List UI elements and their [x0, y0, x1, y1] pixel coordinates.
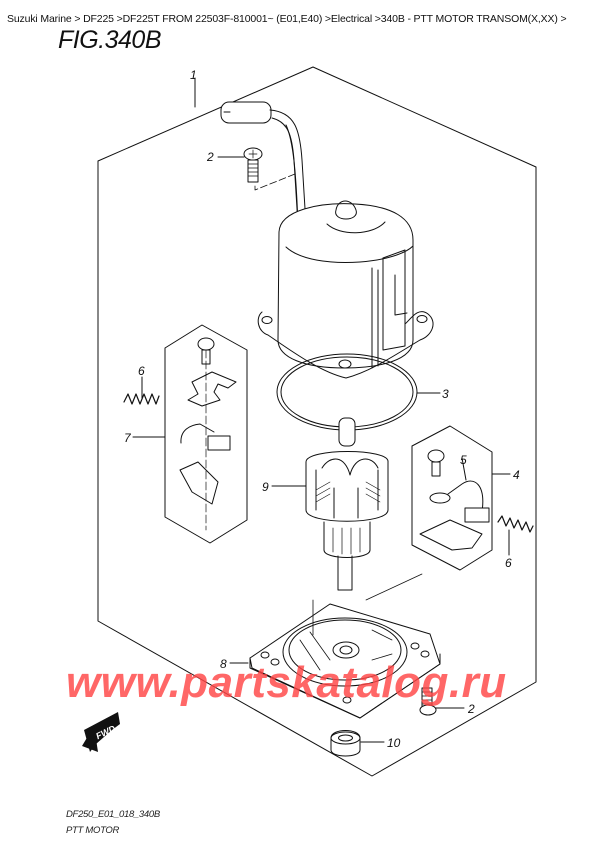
- brush-holder-group-right: [411, 425, 493, 571]
- cushion: [330, 730, 361, 757]
- spring-right: [497, 515, 534, 533]
- brush-holder-left: [179, 337, 237, 531]
- brush-holder-group-left: [164, 324, 248, 544]
- figure-title: FIG.340B: [58, 26, 162, 54]
- callout-1[interactable]: 1: [190, 68, 197, 82]
- callout-labels: 1 2 3 4 5 6 6 7 8 9 2 10: [124, 68, 520, 750]
- callout-2-lower[interactable]: 2: [467, 702, 475, 716]
- brush-holder-right: [419, 449, 490, 551]
- breadcrumb[interactable]: Suzuki Marine > DF225 >DF225T FROM 22503…: [7, 13, 567, 25]
- fwd-arrow-icon: FWD: [82, 712, 120, 752]
- armature: [305, 417, 389, 591]
- callout-8[interactable]: 8: [220, 657, 227, 671]
- assembly-outline: [97, 66, 537, 777]
- callout-4[interactable]: 4: [513, 468, 520, 482]
- spring-left: [123, 393, 160, 405]
- callout-6-right[interactable]: 6: [505, 556, 512, 570]
- base-plate: [249, 573, 441, 719]
- callout-7[interactable]: 7: [124, 431, 132, 445]
- motor-lead-wire: [220, 101, 307, 226]
- motor-housing: [257, 200, 434, 379]
- callout-3[interactable]: 3: [442, 387, 449, 401]
- callout-2-upper[interactable]: 2: [206, 150, 214, 164]
- figure-code: DF250_E01_018_340B: [66, 809, 160, 820]
- leader-5: [461, 457, 467, 481]
- callout-5[interactable]: 5: [460, 453, 467, 467]
- callout-9[interactable]: 9: [262, 480, 269, 494]
- screw-lower: [419, 687, 437, 716]
- callout-10[interactable]: 10: [387, 736, 401, 750]
- screw-upper: [243, 147, 263, 183]
- callout-6-left[interactable]: 6: [138, 364, 145, 378]
- figure-caption: PTT MOTOR: [66, 825, 120, 836]
